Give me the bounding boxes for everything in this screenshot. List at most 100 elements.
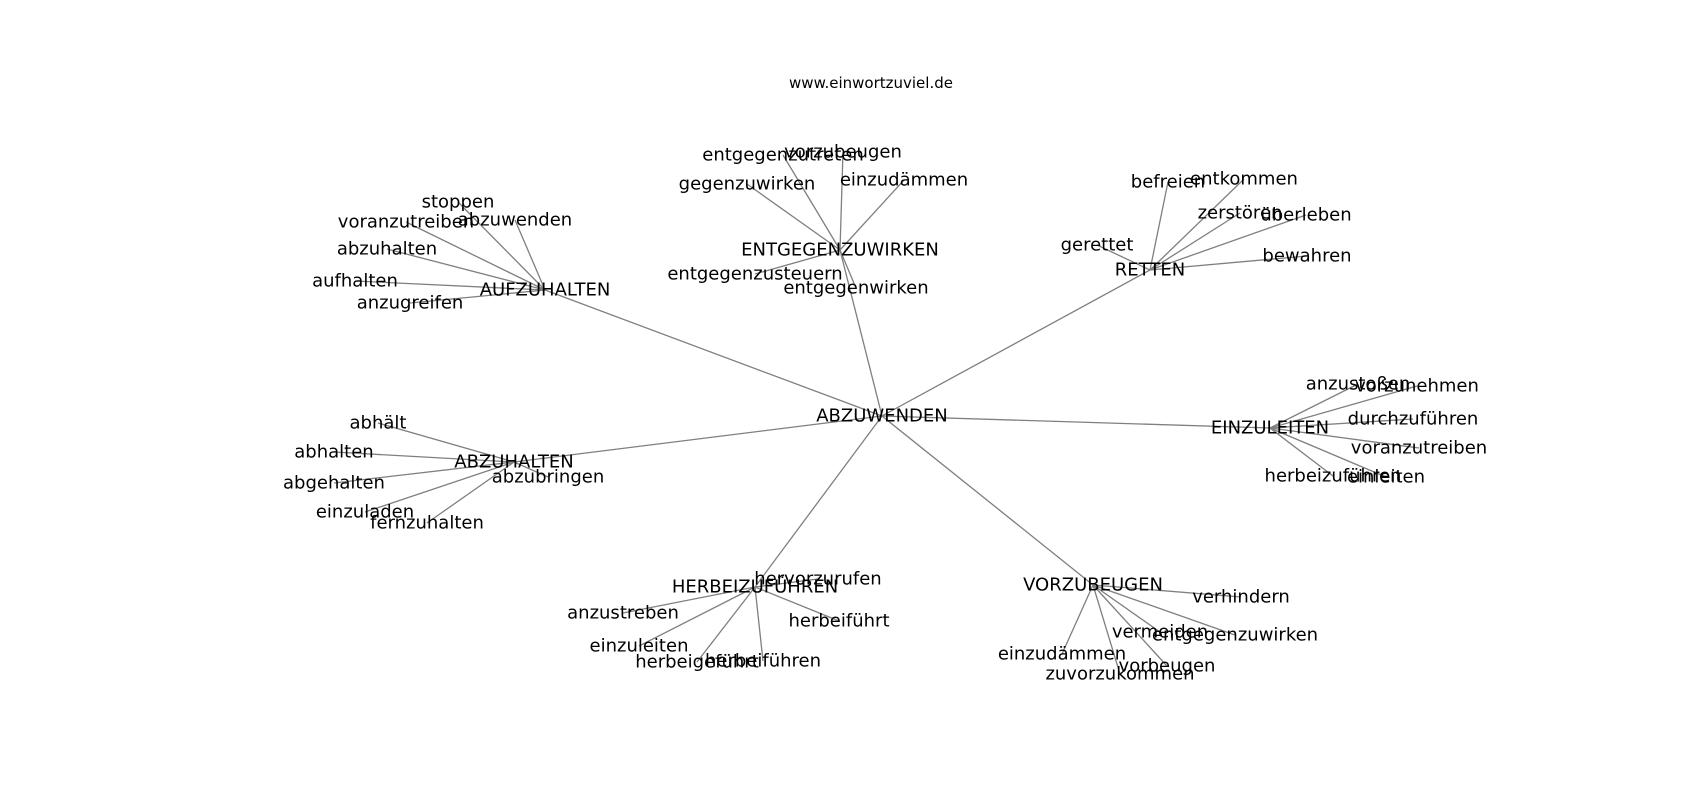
hub-leaf-edge [1149, 178, 1245, 271]
leaf-node-label: verhindern [1192, 587, 1290, 608]
leaf-node-label: einleiten [1347, 467, 1425, 488]
leaf-node-label: einzuladen [316, 502, 414, 523]
hub-node-label: AUFZUHALTEN [480, 280, 611, 301]
leaf-node-label: anzustreben [567, 603, 679, 624]
leaf-node-label: herbeiführen [705, 651, 821, 672]
leaf-node-label: einzudämmen [840, 170, 968, 191]
edges [333, 151, 1420, 675]
root-hub-edge [513, 415, 883, 463]
hub-leaf-edge [333, 461, 515, 484]
hub-node-label: VORZUBEUGEN [1023, 575, 1163, 596]
hub-leaf-edge [1149, 214, 1307, 271]
leaf-node-label: abgehalten [283, 473, 385, 494]
leaf-node-label: entgegenzutreten [702, 145, 863, 166]
leaf-node-label: abhalten [294, 442, 373, 463]
watermark-text: www.einwortzuviel.de [789, 74, 953, 92]
hub-leaf-edge [1096, 244, 1151, 271]
hub-node-label: EINZULEITEN [1211, 418, 1329, 439]
leaf-node-label: vorbeugen [1119, 656, 1216, 677]
leaf-node-label: aufhalten [312, 271, 398, 292]
hub-leaf-edge [354, 280, 546, 291]
hub-leaf-edge [426, 461, 515, 524]
hub-leaf-edge [1269, 385, 1418, 429]
leaf-node-label: zuvorzukommen [1045, 664, 1194, 685]
hub-leaf-edge [1092, 584, 1242, 598]
leaf-node-label: entgegenzuwirken [1152, 625, 1318, 646]
hub-node-label: RETTEN [1115, 260, 1185, 281]
leaf-node-label: herbeiführt [789, 611, 890, 632]
hub-leaf-edge [364, 461, 515, 513]
hub-leaf-edge [405, 221, 546, 291]
leaf-node-label: vorzunehmen [1355, 376, 1479, 397]
hub-leaf-edge [409, 289, 546, 304]
hub-leaf-edge [1269, 418, 1414, 429]
leaf-node-label: entkommen [1190, 169, 1298, 190]
hub-leaf-edge [782, 154, 841, 251]
hub-leaf-edge [1269, 427, 1420, 449]
root-hub-edge [544, 289, 883, 417]
hub-leaf-edge [1149, 181, 1169, 271]
leaf-node-label: herbeigeführt [635, 652, 759, 673]
hub-leaf-edge [377, 422, 515, 463]
hub-node-label: ABZUHALTEN [454, 452, 573, 473]
hub-node-label: ENTGEGENZUWIRKEN [741, 240, 939, 261]
leaf-node-label: entgegenzusteuern [667, 264, 842, 285]
hub-leaf-edge [1149, 255, 1308, 271]
leaf-node-label: voranzutreiben [338, 212, 474, 233]
leaf-node-label: zerstören [1198, 203, 1283, 224]
root-node-label: ABZUWENDEN [816, 406, 948, 427]
leaf-node-label: abzuhalten [337, 239, 437, 260]
leaf-node-label: entgegenwirken [783, 278, 928, 299]
leaf-node-label: stoppen [422, 192, 495, 213]
hub-leaf-edge [622, 586, 756, 614]
hub-leaf-edge [839, 151, 844, 251]
root-hub-edge [754, 415, 883, 588]
leaf-node-label: hervorzurufen [754, 569, 881, 590]
leaf-node-label: anzustoßen [1306, 374, 1411, 395]
leaf-node-label: gerettet [1061, 235, 1134, 256]
leaf-node-label: einzudämmen [998, 644, 1126, 665]
root-hub-edge [881, 415, 1094, 586]
hub-leaf-edge [754, 586, 840, 622]
root-hub-edge [881, 415, 1271, 429]
hub-leaf-edge [754, 586, 764, 662]
hub-leaf-edge [754, 578, 819, 588]
root-hub-edge [839, 249, 883, 417]
hub-leaf-edge [839, 179, 905, 251]
leaf-node-label: vorzubeugen [784, 142, 902, 163]
hub-leaf-edge [754, 249, 841, 275]
hub-leaf-edge [386, 248, 546, 291]
hub-leaf-edge [1092, 584, 1161, 633]
hub-leaf-edge [1269, 427, 1334, 477]
hub-leaf-edge [1061, 584, 1094, 655]
hub-leaf-edge [514, 219, 546, 291]
hub-leaf-edge [513, 461, 549, 478]
hub-leaf-edge [1269, 427, 1387, 478]
leaf-node-label: einzuleiten [590, 636, 689, 657]
leaf-node-label: anzugreifen [357, 293, 464, 314]
hub-leaf-edge [1092, 584, 1168, 667]
hub-leaf-edge [638, 586, 756, 647]
hub-leaf-edge [333, 451, 515, 463]
leaf-node-label: befreien [1131, 172, 1205, 193]
hub-node-label: HERBEIZUFÜHREN [672, 576, 838, 598]
hub-leaf-edge [696, 586, 756, 663]
leaf-node-label: überleben [1260, 205, 1351, 226]
leaf-node-label: vermeiden [1112, 622, 1208, 643]
hub-leaf-edge [1269, 383, 1359, 429]
hub-leaf-edge [839, 249, 857, 289]
leaf-node-label: herbeizuführen [1265, 466, 1402, 487]
leaf-node-label: fernzuhalten [370, 513, 484, 534]
leaf-node-label: abzuwenden [458, 210, 572, 231]
hub-leaf-edge [1092, 584, 1236, 636]
leaf-node-label: gegenzuwirken [679, 174, 816, 195]
hub-leaf-edge [1092, 584, 1121, 675]
hub-leaf-edge [1149, 212, 1241, 271]
hub-leaf-edge [457, 201, 546, 291]
leaf-node-label: bewahren [1262, 246, 1351, 267]
leaf-node-label: abhält [350, 413, 407, 434]
leaf-node-label: abzubringen [492, 467, 604, 488]
root-hub-edge [881, 269, 1151, 417]
